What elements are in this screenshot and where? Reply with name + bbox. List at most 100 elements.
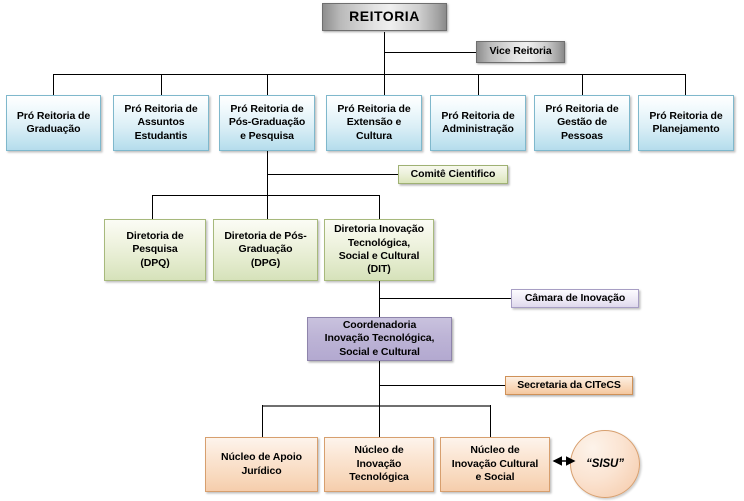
connector-drop-nucleo-1 [262,405,263,437]
line-3: Cultura [355,129,393,142]
line-2: Jurídico [241,464,282,477]
connector-root-to-vice [384,52,476,53]
node-nucleo-apoio-juridico[interactable]: Núcleo de Apoio Jurídico [205,437,318,492]
node-comite-cientifico-label: Comitê Cientifico [410,167,496,180]
line-2: Pós-Graduação [228,116,306,129]
connector-dit-stem [379,281,380,317]
line-2: Tecnológica, [347,236,411,249]
node-coordenadoria-citecs[interactable]: Coordenadoria Inovação Tecnológica, Soci… [307,317,452,361]
node-nucleo-inovacao-tecnologica-label: Núcleo de Inovação Tecnológica [328,444,430,484]
line-1: Pró Reitoria de [124,102,198,115]
line-1: Núcleo de [470,444,520,457]
node-pro-reitoria-assuntos-estudantis[interactable]: Pró Reitoria de Assuntos Estudantis [113,95,209,151]
node-comite-cientifico[interactable]: Comitê Cientifico [398,165,508,184]
connector-drop-nucleo-3 [490,405,491,437]
node-camara-inovacao-label: Câmara de Inovação [524,291,626,304]
line-2: Inovação Cultural [451,457,539,470]
connector-drop-pro-3 [267,74,268,95]
node-pro-reitoria-extensao-cultura-label: Pró Reitoria de Extensão e Cultura [330,103,418,143]
node-reitoria[interactable]: REITORIA [322,3,447,31]
node-sisu-label: “SISU” [586,457,624,470]
connector-drop-dir-1 [152,195,153,219]
node-vice-reitoria-label: Vice Reitoria [489,45,552,58]
connector-drop-nucleo-2 [379,405,380,437]
line-2: Pesquisa [132,243,178,256]
line-1: Pró Reitoria de [16,109,91,122]
node-pro-reitoria-planejamento[interactable]: Pró Reitoria de Planejamento [638,95,734,151]
line-2: Inovação [356,457,402,470]
line-2: Graduação [26,123,81,135]
node-diretoria-inovacao-dit[interactable]: Diretoria Inovação Tecnológica, Social e… [324,219,434,281]
line-1: Pró Reitoria de [649,109,723,122]
line-2: Assuntos [137,116,185,129]
line-1: Pró Reitoria de [337,102,411,115]
node-sisu[interactable]: “SISU” [570,430,640,498]
node-pro-reitoria-posgraduacao-pesquisa[interactable]: Pró Reitoria de Pós-Graduação e Pesquisa [219,95,315,151]
line-3: Social e Cultural [338,250,420,262]
line-1: Pró Reitoria de [545,102,619,115]
node-pro-reitoria-graduacao-label: Pró Reitoria de Graduação [10,110,97,137]
connector-drop-pro-1 [53,74,54,95]
line-1: Pró Reitoria de [230,102,304,115]
node-pro-reitoria-gestao-pessoas[interactable]: Pró Reitoria de Gestão de Pessoas [534,95,630,151]
line-1: Coordenadoria [342,318,417,331]
node-diretoria-inovacao-dit-label: Diretoria Inovação Tecnológica, Social e… [328,223,430,277]
line-1: Diretoria Inovação [334,223,424,236]
connector-root-stem [384,32,385,74]
line-3: e Pesquisa [240,129,294,142]
line-4: (DIT) [367,263,391,276]
connector-drop-pro-2 [161,74,162,95]
node-pro-reitoria-posgraduacao-pesquisa-label: Pró Reitoria de Pós-Graduação e Pesquisa [223,103,311,143]
connector-drop-pro-5 [478,74,479,95]
connector-coordenadoria-stem [379,361,380,437]
line-3: (DPQ) [140,256,170,269]
line-2: Extensão e [346,116,402,129]
line-2: Gestão de [557,116,607,129]
connector-drop-pro-4 [384,74,385,95]
node-nucleo-inovacao-cultural-social-label: Núcleo de Inovação Cultural e Social [444,444,546,484]
connector-nucleo-bus [262,405,490,407]
line-2: Inovação Tecnológica, [324,332,435,345]
connector-posgrad-stem [267,151,268,219]
node-secretaria-citecs[interactable]: Secretaria da CITeCS [505,376,633,395]
node-vice-reitoria[interactable]: Vice Reitoria [476,41,565,63]
node-nucleo-apoio-juridico-label: Núcleo de Apoio Jurídico [209,451,314,478]
node-pro-reitoria-assuntos-estudantis-label: Pró Reitoria de Assuntos Estudantis [117,103,205,143]
connector-posgrad-to-comite [267,174,398,175]
node-pro-reitoria-extensao-cultura[interactable]: Pró Reitoria de Extensão e Cultura [326,95,422,151]
node-diretoria-pos-graduacao[interactable]: Diretoria de Pós- Graduação (DPG) [213,219,318,281]
line-3: e Social [475,471,515,484]
node-pro-reitoria-administracao-label: Pró Reitoria de Administração [434,110,522,137]
node-pro-reitoria-administracao[interactable]: Pró Reitoria de Administração [430,95,526,151]
line-1: Núcleo de [354,444,404,457]
line-2: Planejamento [652,123,720,135]
node-pro-reitoria-planejamento-label: Pró Reitoria de Planejamento [642,110,730,137]
node-nucleo-inovacao-tecnologica[interactable]: Núcleo de Inovação Tecnológica [324,437,434,492]
connector-coordenadoria-to-secretaria [379,385,505,386]
node-diretoria-pos-graduacao-label: Diretoria de Pós- Graduação (DPG) [217,230,314,270]
node-diretoria-pesquisa[interactable]: Diretoria de Pesquisa (DPQ) [104,219,206,281]
connector-diretoria-bus [152,195,379,196]
connector-dit-to-camara [379,298,511,299]
line-3: Pessoas [561,129,603,142]
line-2: Graduação [238,243,293,256]
node-pro-reitoria-graduacao[interactable]: Pró Reitoria de Graduação [6,95,101,151]
node-secretaria-citecs-label: Secretaria da CITeCS [517,378,621,391]
connector-drop-pro-6 [582,74,583,95]
line-1: Diretoria de [126,229,184,242]
node-camara-inovacao[interactable]: Câmara de Inovação [511,289,639,308]
line-3: Tecnológica [349,471,409,484]
connector-drop-dir-3 [379,195,380,219]
double-arrow-icon [552,456,576,466]
connector-drop-pro-7 [685,74,686,95]
node-diretoria-pesquisa-label: Diretoria de Pesquisa (DPQ) [108,230,202,270]
node-coordenadoria-citecs-label: Coordenadoria Inovação Tecnológica, Soci… [311,319,448,359]
node-nucleo-inovacao-cultural-social[interactable]: Núcleo de Inovação Cultural e Social [440,437,550,492]
node-pro-reitoria-gestao-pessoas-label: Pró Reitoria de Gestão de Pessoas [538,103,626,143]
line-1: Núcleo de Apoio [221,451,302,464]
line-3: Estudantis [134,129,188,142]
line-2: Administração [442,123,514,135]
connector-drop-dir-2 [267,195,268,219]
connector-pro-reitoria-bus [53,74,685,75]
